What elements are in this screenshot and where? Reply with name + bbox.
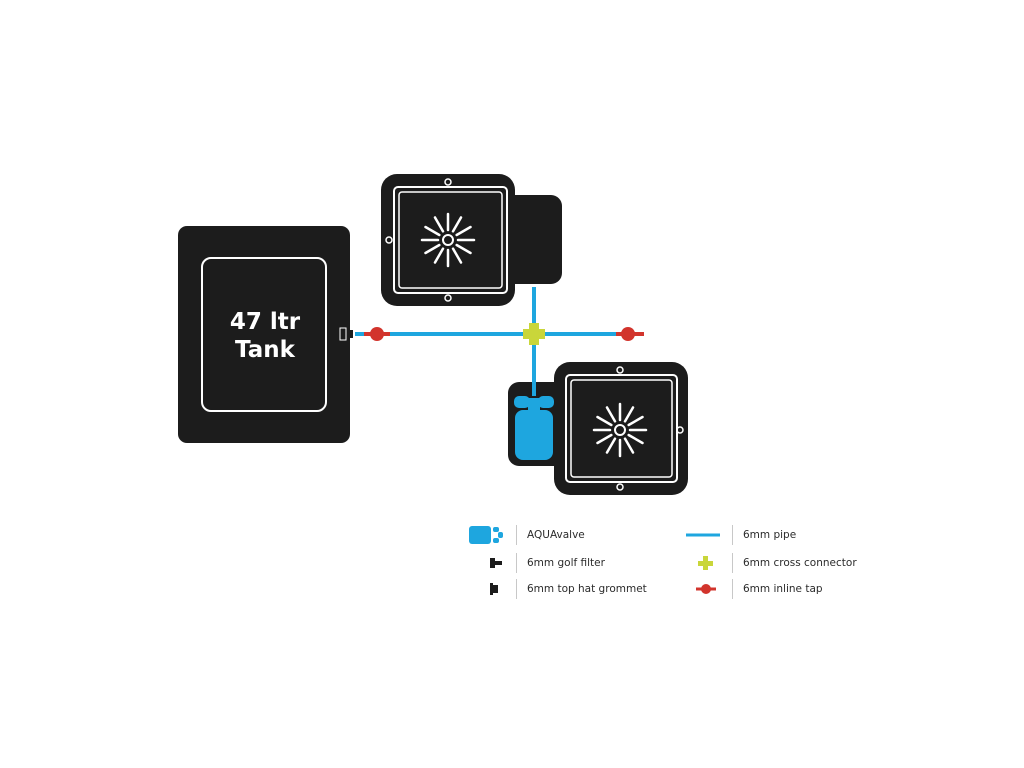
- legend-label: 6mm pipe: [743, 529, 797, 541]
- cross-connector: [523, 323, 545, 345]
- legend-divider: [732, 579, 733, 599]
- aquavalve-icon: [468, 524, 508, 546]
- legend-item-aquavalve: AQUAvalve: [468, 524, 585, 546]
- golf-filter-icon: [468, 552, 508, 574]
- drip-emitter-icon: [420, 212, 476, 268]
- legend-label: 6mm cross connector: [743, 557, 857, 569]
- legend-divider: [732, 525, 733, 545]
- legend-divider: [732, 553, 733, 573]
- inline-tap: [364, 327, 390, 341]
- tank-label: 47 ltr Tank: [204, 308, 326, 364]
- top-hat-grommet-icon: [468, 578, 508, 600]
- pipe-icon: [684, 524, 724, 546]
- drip-emitter-icon: [592, 402, 648, 458]
- legend-item-inline-tap: 6mm inline tap: [684, 578, 823, 600]
- legend-divider: [516, 579, 517, 599]
- legend-item-top-hat-grommet: 6mm top hat grommet: [468, 578, 647, 600]
- pot-unit-top: [381, 174, 562, 306]
- legend-label: 6mm golf filter: [527, 557, 605, 569]
- tank-capacity: 47 ltr: [229, 309, 301, 335]
- legend-divider: [516, 553, 517, 573]
- legend-item-pipe: 6mm pipe: [684, 524, 796, 546]
- aquavalve: [514, 396, 554, 460]
- inline-tap: [616, 327, 644, 341]
- legend-label: AQUAvalve: [527, 529, 585, 541]
- legend-item-golf-filter: 6mm golf filter: [468, 552, 605, 574]
- golf-filter: [339, 327, 353, 341]
- tank: [178, 226, 350, 443]
- legend-divider: [516, 525, 517, 545]
- tank-name: Tank: [235, 337, 295, 363]
- legend-label: 6mm inline tap: [743, 583, 823, 595]
- legend-label: 6mm top hat grommet: [527, 583, 647, 595]
- inline-tap-icon: [684, 578, 724, 600]
- cross-connector-icon: [684, 552, 724, 574]
- legend-item-cross-connector: 6mm cross connector: [684, 552, 857, 574]
